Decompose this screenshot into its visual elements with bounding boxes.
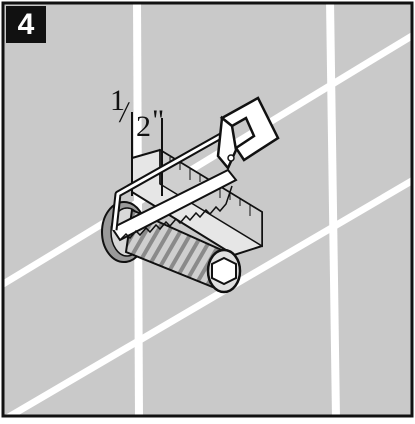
step-number-badge: 4 [6, 6, 46, 43]
hacksaw-icon [110, 96, 280, 242]
half-inch-label: 1 / 2 " [108, 86, 178, 148]
measure-numerator: 1 [110, 84, 125, 117]
measure-denominator: 2 [136, 110, 151, 143]
measure-unit: " [152, 104, 165, 137]
